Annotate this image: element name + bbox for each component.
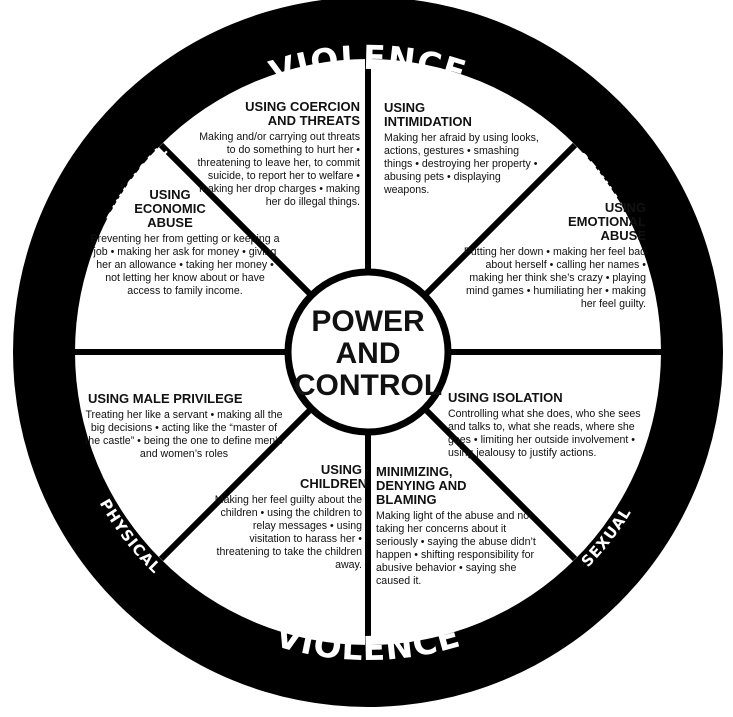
segment-minimizing-body: Making light of the abuse and not taking… (376, 510, 536, 587)
hub-line-1: POWER (311, 305, 425, 338)
segment-coercion-title: USING COERCION AND THREATS (245, 99, 360, 128)
segment-privilege: USING MALE PRIVILEGE Treating her like a… (84, 392, 284, 461)
segment-isolation: USING ISOLATION Controlling what she doe… (448, 391, 648, 460)
segment-minimizing-title: MINIMIZING, DENYING AND BLAMING (376, 464, 467, 507)
segment-coercion: USING COERCION AND THREATS Making and/or… (190, 100, 360, 209)
segment-children: USING CHILDREN Making her feel guilty ab… (210, 462, 368, 572)
segment-coercion-body: Making and/or carrying out threats to do… (197, 131, 360, 208)
segment-emotional-body: Putting her down • making her feel bad a… (463, 246, 646, 310)
segment-minimizing: MINIMIZING, DENYING AND BLAMING Making l… (376, 465, 541, 588)
segment-privilege-title: USING MALE PRIVILEGE (88, 391, 243, 406)
segment-children-title: USING CHILDREN (300, 462, 368, 491)
segment-economic: USING ECONOMIC ABUSE Preventing her from… (90, 188, 280, 298)
segment-economic-title: USING ECONOMIC ABUSE (134, 187, 206, 230)
segment-intimidation: USING INTIMIDATION Making her afraid by … (384, 101, 539, 197)
segment-children-body: Making her feel guilty about the childre… (214, 494, 362, 571)
hub-line-2: AND (336, 337, 401, 370)
segment-isolation-body: Controlling what she does, who she sees … (448, 408, 641, 459)
segment-emotional-title: USING EMOTIONAL ABUSE (568, 200, 646, 243)
segment-privilege-body: Treating her like a servant • making all… (85, 409, 283, 460)
segment-economic-body: Preventing her from getting or keeping a… (90, 233, 280, 297)
segment-isolation-title: USING ISOLATION (448, 390, 563, 405)
segment-emotional: USING EMOTIONAL ABUSE Putting her down •… (456, 201, 646, 311)
segment-intimidation-body: Making her afraid by using looks, action… (384, 132, 539, 196)
hub (284, 268, 452, 436)
hub-line-3: CONTROL (294, 369, 442, 402)
segment-intimidation-title: USING INTIMIDATION (384, 100, 472, 129)
